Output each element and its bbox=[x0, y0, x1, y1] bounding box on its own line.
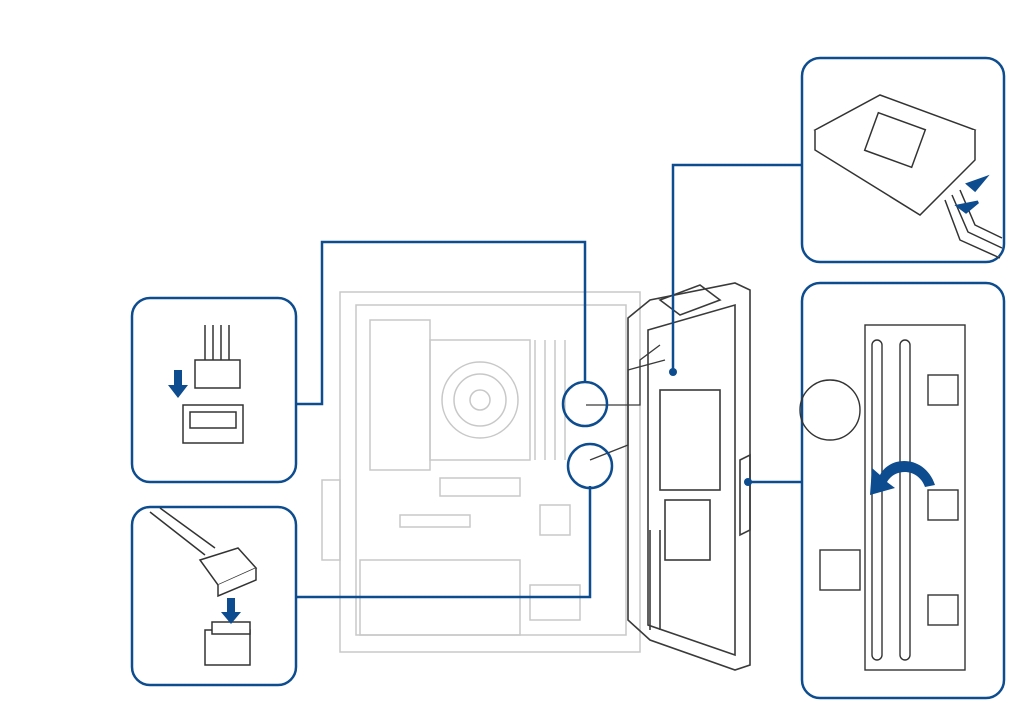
callout-sata-connector bbox=[130, 505, 298, 687]
callout-cage-rotate bbox=[799, 281, 1006, 700]
callout-circle-fan bbox=[561, 380, 609, 428]
callout-dot-right bbox=[744, 478, 752, 486]
down-arrow-icon bbox=[221, 598, 241, 624]
sata-connector-icon bbox=[149, 507, 258, 666]
callout-lines bbox=[296, 163, 802, 599]
callout-dot-top bbox=[669, 368, 677, 376]
drive-cage bbox=[627, 282, 751, 671]
down-arrow-icon bbox=[168, 370, 188, 398]
rotate-arrow-icon bbox=[870, 461, 935, 495]
arrow-icon bbox=[954, 174, 990, 214]
callout-drive bbox=[800, 56, 1006, 264]
cables bbox=[586, 344, 666, 461]
callout-fan-connector bbox=[130, 296, 298, 484]
fan-connector-icon bbox=[182, 325, 244, 444]
drive-cable-icon bbox=[813, 94, 1003, 259]
callout-circle-sata bbox=[566, 442, 614, 490]
